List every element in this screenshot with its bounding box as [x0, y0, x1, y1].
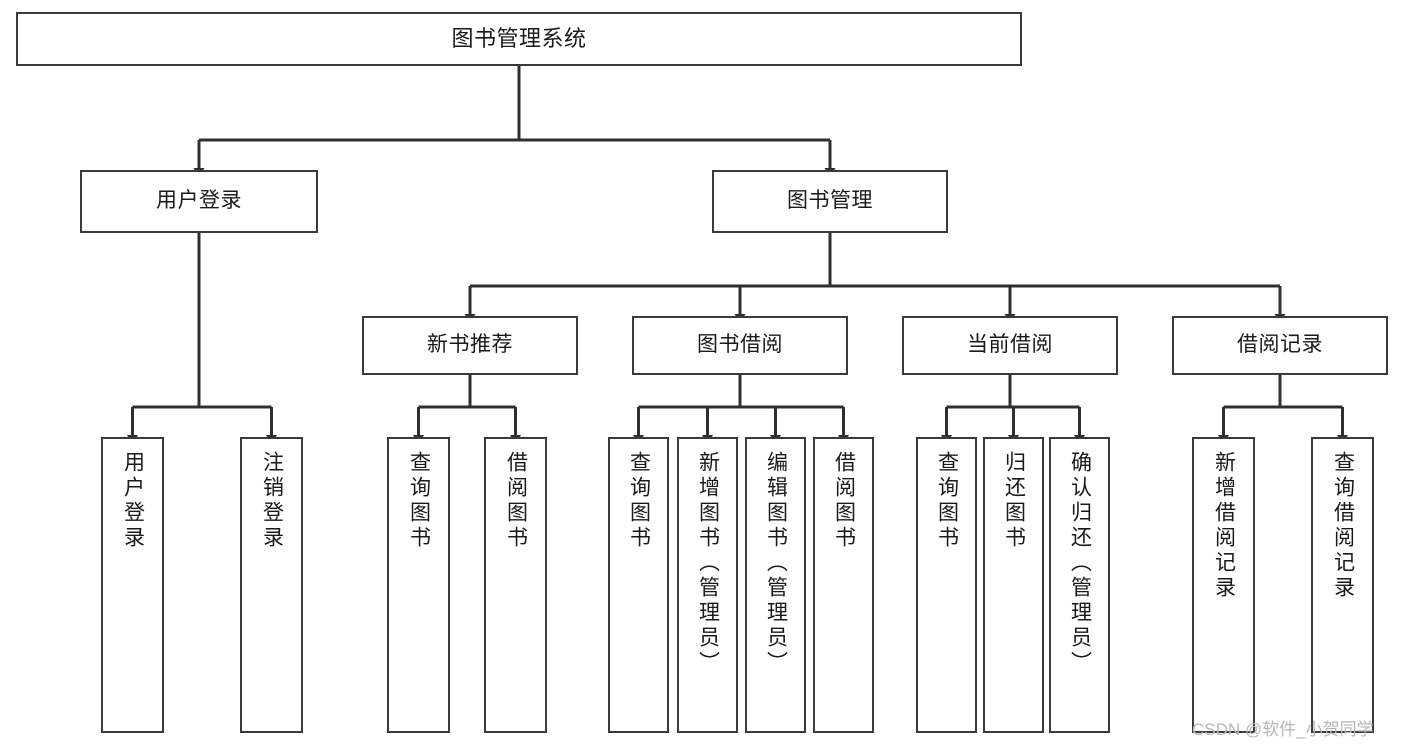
- node-label: 编辑图书（管理员）: [764, 451, 788, 676]
- node-label: 确认归还（管理员）: [1068, 451, 1092, 676]
- node-leaf2[interactable]: 注销登录: [240, 437, 303, 733]
- node-label: 用户登录: [156, 189, 242, 213]
- node-label: 用户登录: [121, 451, 145, 551]
- node-label: 新书推荐: [427, 333, 513, 357]
- node-leaf11[interactable]: 确认归还（管理员）: [1049, 437, 1110, 733]
- node-label: 查询图书: [627, 451, 651, 551]
- node-leaf4[interactable]: 借阅图书: [484, 437, 547, 733]
- node-label: 注销登录: [260, 451, 284, 551]
- node-label: 查询图书: [407, 451, 431, 551]
- node-label: 借阅记录: [1237, 333, 1323, 357]
- node-label: 新增借阅记录: [1212, 451, 1236, 601]
- node-record[interactable]: 借阅记录: [1172, 316, 1388, 375]
- node-login[interactable]: 用户登录: [80, 170, 318, 233]
- node-label: 当前借阅: [967, 333, 1053, 357]
- node-leaf10[interactable]: 归还图书: [983, 437, 1044, 733]
- node-label: 图书借阅: [697, 333, 783, 357]
- node-leaf5[interactable]: 查询图书: [608, 437, 669, 733]
- node-bookmgmt[interactable]: 图书管理: [712, 170, 948, 233]
- node-current[interactable]: 当前借阅: [902, 316, 1118, 375]
- node-label: 查询图书: [935, 451, 959, 551]
- node-root[interactable]: 图书管理系统: [16, 12, 1022, 66]
- node-leaf12[interactable]: 新增借阅记录: [1192, 437, 1255, 733]
- csdn-watermark: CSDN @软件_小贺同学: [1192, 720, 1374, 739]
- node-label: 查询借阅记录: [1331, 451, 1355, 601]
- node-leaf1[interactable]: 用户登录: [101, 437, 164, 733]
- node-label: 图书管理系统: [451, 26, 587, 52]
- node-leaf7[interactable]: 编辑图书（管理员）: [745, 437, 806, 733]
- node-label: 新增图书（管理员）: [696, 451, 720, 676]
- node-label: 借阅图书: [832, 451, 856, 551]
- node-leaf6[interactable]: 新增图书（管理员）: [677, 437, 738, 733]
- node-label: 借阅图书: [504, 451, 528, 551]
- node-newbook[interactable]: 新书推荐: [362, 316, 578, 375]
- node-label: 图书管理: [787, 189, 873, 213]
- node-leaf8[interactable]: 借阅图书: [813, 437, 874, 733]
- node-label: 归还图书: [1002, 451, 1026, 551]
- node-leaf9[interactable]: 查询图书: [916, 437, 977, 733]
- node-leaf13[interactable]: 查询借阅记录: [1311, 437, 1374, 733]
- node-borrow[interactable]: 图书借阅: [632, 316, 848, 375]
- node-leaf3[interactable]: 查询图书: [387, 437, 450, 733]
